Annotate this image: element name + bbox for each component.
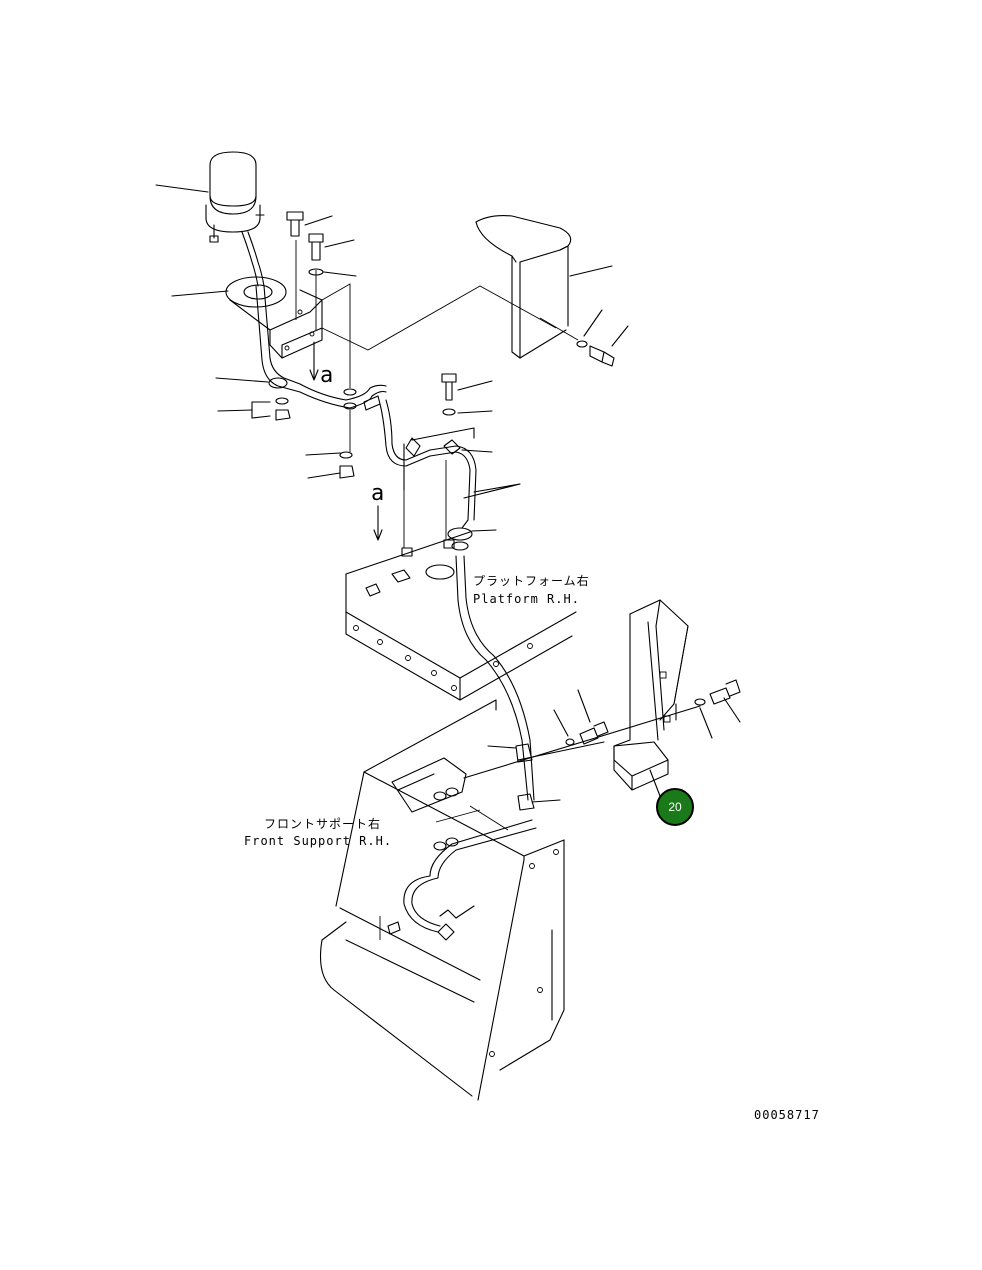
- beacon-lamp: [155, 151, 265, 287]
- bracket-bolts: [286, 211, 357, 381]
- upper-guard: [475, 215, 629, 367]
- support-bolt: [553, 689, 609, 746]
- platform-label-en: Platform R.H.: [473, 592, 580, 606]
- cord-clamp: [215, 285, 301, 421]
- view-mark-a-bottom: a: [371, 481, 384, 506]
- front-support-label-jp: フロントサポート右: [264, 816, 381, 831]
- drawing-number: 00058717: [754, 1108, 820, 1122]
- part-callout-number: 20: [668, 800, 682, 814]
- view-mark-a-top: a: [320, 363, 333, 388]
- platform-rh: [345, 531, 577, 801]
- harness-cable: [299, 373, 521, 557]
- front-support-label-en: Front Support R.H.: [244, 834, 392, 848]
- lamp-bracket: [171, 240, 557, 388]
- platform-label-jp: プラットフォーム右: [473, 573, 590, 588]
- part-callout-20[interactable]: 20: [656, 788, 694, 826]
- guard-part-20: [613, 599, 741, 797]
- front-support-rh: [319, 699, 701, 1101]
